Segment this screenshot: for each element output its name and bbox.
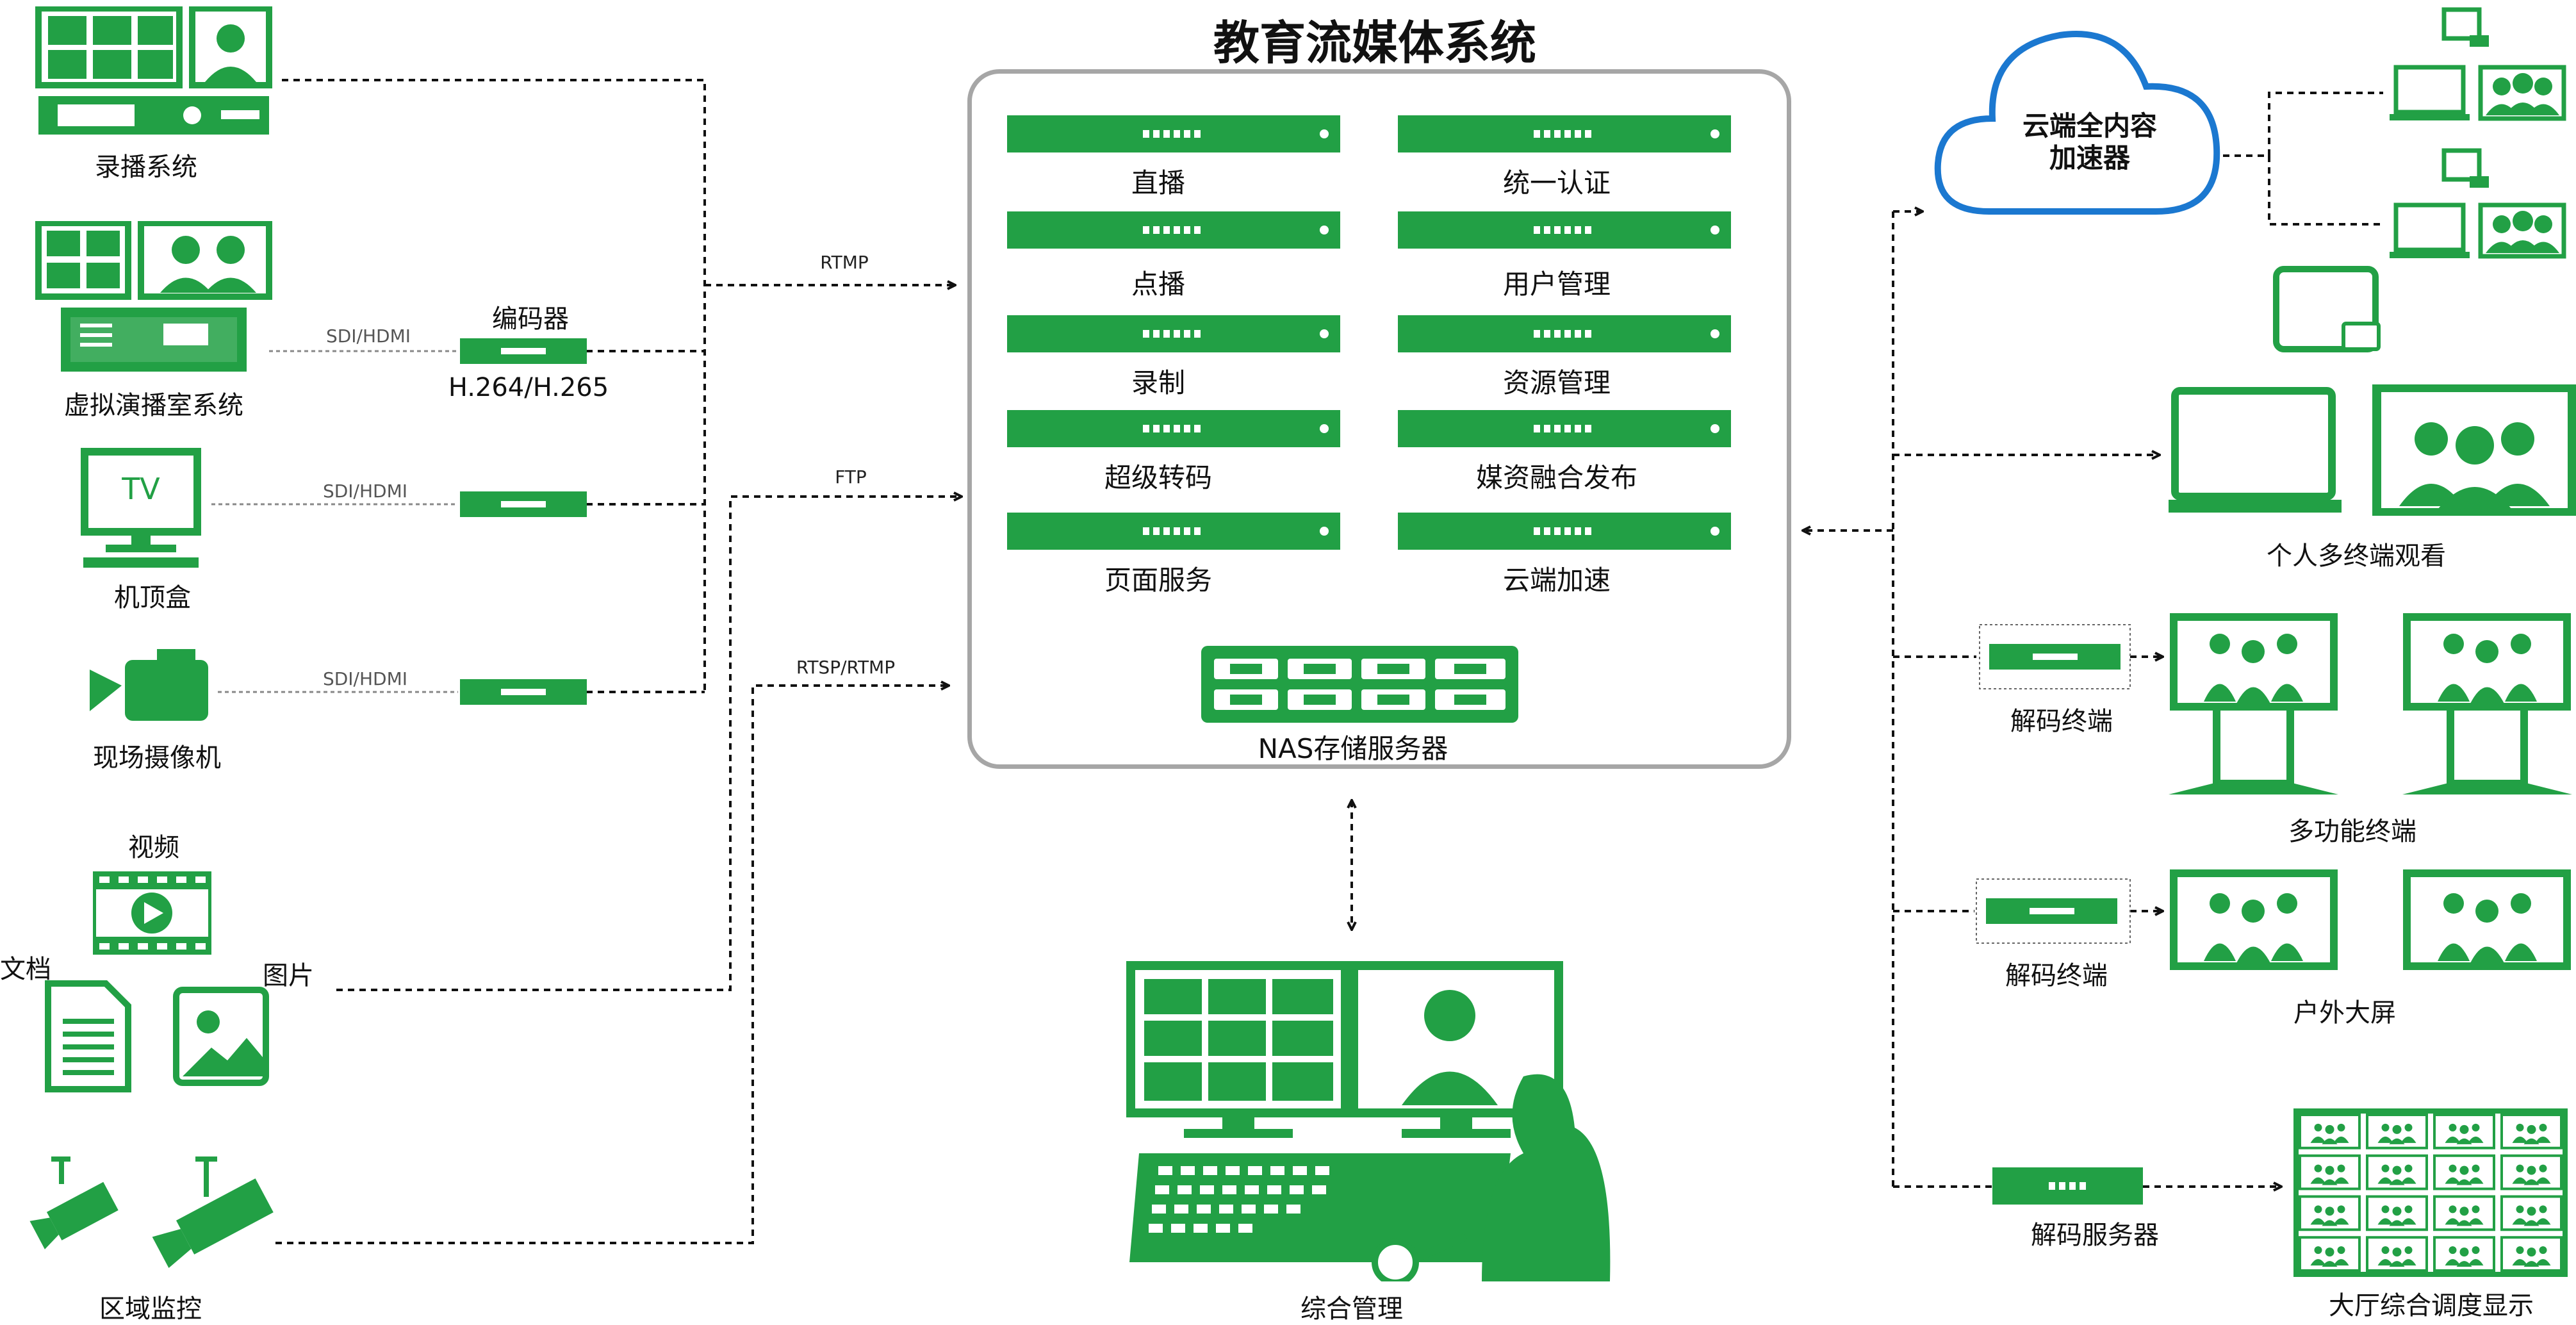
surveillance-label: 区域监控 bbox=[99, 1294, 202, 1324]
encoder-device-3 bbox=[460, 679, 587, 705]
cloud-accelerator-icon bbox=[1934, 30, 2220, 215]
personal-devices-icon bbox=[2169, 384, 2576, 516]
nas-label: NAS存储服务器 bbox=[1258, 733, 1448, 764]
module-label-left-4: 超级转码 bbox=[1104, 462, 1213, 493]
decoder-terminal-1 bbox=[1989, 644, 2121, 670]
cloud-label-line1: 云端全内容 bbox=[2022, 110, 2158, 142]
encoder-device-2 bbox=[460, 491, 587, 517]
picture-icon bbox=[173, 987, 269, 1086]
camera-icon bbox=[90, 649, 208, 721]
decode-server-label: 解码服务器 bbox=[2031, 1221, 2159, 1250]
video-label: 视频 bbox=[128, 833, 179, 862]
virtual-studio-icon bbox=[35, 221, 272, 372]
outdoor-screen-icon bbox=[2170, 869, 2571, 970]
module-right-4 bbox=[1398, 410, 1731, 447]
module-label-left-1: 直播 bbox=[1131, 167, 1186, 199]
decoder-label-2: 解码终端 bbox=[2005, 961, 2108, 991]
protocol-ftp: FTP bbox=[835, 466, 867, 488]
module-label-left-3: 录制 bbox=[1131, 367, 1186, 399]
module-right-5 bbox=[1398, 513, 1731, 550]
module-left-2 bbox=[1007, 211, 1340, 249]
hall-video-wall-icon bbox=[2293, 1108, 2568, 1277]
module-label-left-2: 点播 bbox=[1131, 268, 1186, 300]
decoder-label-1: 解码终端 bbox=[2010, 707, 2113, 736]
set-top-box-label: 机顶盒 bbox=[114, 583, 191, 613]
recording-system-icon bbox=[35, 6, 272, 135]
module-label-right-5: 云端加速 bbox=[1502, 564, 1611, 596]
module-label-left-5: 页面服务 bbox=[1104, 564, 1213, 596]
multi-function-label: 多功能终端 bbox=[2288, 817, 2416, 846]
tablet-icon bbox=[2273, 266, 2381, 352]
hall-display-label: 大厅综合调度显示 bbox=[2329, 1291, 2534, 1321]
module-left-4 bbox=[1007, 410, 1340, 447]
set-top-box-icon bbox=[81, 448, 201, 568]
outdoor-screen-label: 户外大屏 bbox=[2293, 998, 2396, 1028]
picture-label: 图片 bbox=[263, 961, 314, 991]
encoder-label: 编码器 bbox=[492, 304, 569, 334]
video-file-icon bbox=[93, 871, 211, 955]
codec-label: H.264/H.265 bbox=[448, 373, 609, 402]
nas-server-icon bbox=[1201, 646, 1518, 723]
module-label-right-2: 用户管理 bbox=[1502, 268, 1611, 300]
management-console-icon bbox=[1126, 961, 1611, 1281]
management-label: 综合管理 bbox=[1300, 1294, 1403, 1324]
module-label-right-3: 资源管理 bbox=[1502, 367, 1611, 399]
module-left-3 bbox=[1007, 315, 1340, 352]
cloud-label-line2: 加速器 bbox=[2049, 142, 2131, 174]
decoder-terminal-2 bbox=[1986, 898, 2117, 924]
diagram-title: 教育流媒体系统 bbox=[1213, 16, 1537, 70]
module-right-3 bbox=[1398, 315, 1731, 352]
module-left-1 bbox=[1007, 115, 1340, 152]
sdi-label-2: SDI/HDMI bbox=[322, 481, 408, 502]
module-label-right-1: 统一认证 bbox=[1502, 167, 1611, 199]
virtual-studio-label: 虚拟演播室系统 bbox=[64, 391, 243, 420]
protocol-rtmp: RTMP bbox=[820, 252, 869, 273]
decode-server-device bbox=[1992, 1167, 2143, 1205]
personal-viewing-label: 个人多终端观看 bbox=[2267, 541, 2446, 571]
sdi-label-3: SDI/HDMI bbox=[322, 668, 408, 689]
module-right-2 bbox=[1398, 211, 1731, 249]
tv-text: TV bbox=[122, 472, 160, 506]
document-label: 文档 bbox=[0, 955, 51, 984]
module-left-5 bbox=[1007, 513, 1340, 550]
sdi-label-1: SDI/HDMI bbox=[325, 325, 411, 347]
recording-system-label: 录播系统 bbox=[95, 152, 197, 182]
cloud-devices-icon bbox=[2390, 7, 2566, 259]
camera-label: 现场摄像机 bbox=[93, 743, 221, 773]
document-icon bbox=[45, 980, 131, 1092]
module-right-1 bbox=[1398, 115, 1731, 152]
protocol-rtsp: RTSP/RTMP bbox=[796, 657, 896, 678]
module-label-right-4: 媒资融合发布 bbox=[1475, 462, 1638, 493]
surveillance-icon bbox=[29, 1156, 274, 1269]
multi-function-terminal-icon bbox=[2169, 613, 2572, 794]
encoder-device-1 bbox=[460, 338, 587, 364]
